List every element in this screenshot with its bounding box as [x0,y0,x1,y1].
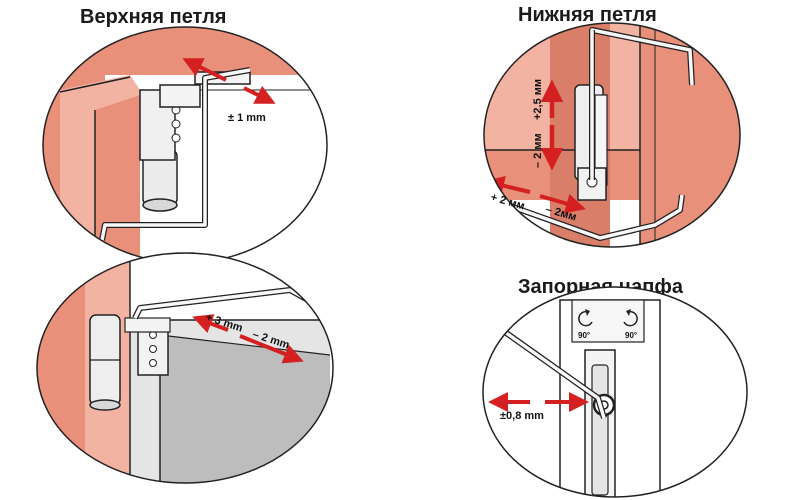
bottom-down-label: – 2 мм [532,133,544,168]
top-hinge-title: Верхняя петля [80,6,227,28]
arrow-right [539,193,586,214]
side-hinge-panel: + 3 mm – 2 mm [36,252,334,484]
arrow-right [239,334,304,364]
arrow-right [243,85,276,104]
bottom-up-label: +2,5 мм [532,79,544,120]
clockwise-arrow-icon [623,309,638,327]
top-hinge-tolerance-label: ± 1 mm [228,112,266,124]
frame-profile [37,253,85,483]
arrow-left [192,314,229,333]
bottom-hinge-title: Нижняя петля [518,4,657,26]
pin-angle-right-label: 90° [625,331,637,340]
pin-tolerance-label: ±0,8 mm [500,410,544,422]
allen-key [493,323,606,419]
pin-angle-left-label: 90° [578,331,590,340]
counterclockwise-arrow-icon [578,309,593,327]
allen-key [133,288,333,345]
glass-pane [160,335,330,483]
arrow-left [182,58,227,82]
locking-pin-panel: 90° 90° ±0,8 mm [482,286,748,498]
rotation-indicator [571,299,645,343]
top-hinge-panel: ± 1 mm [42,26,328,264]
allen-key-horizontal [484,188,684,240]
bottom-hinge-panel: +2,5 мм – 2 мм + 2 мм – 2мм [483,22,741,248]
